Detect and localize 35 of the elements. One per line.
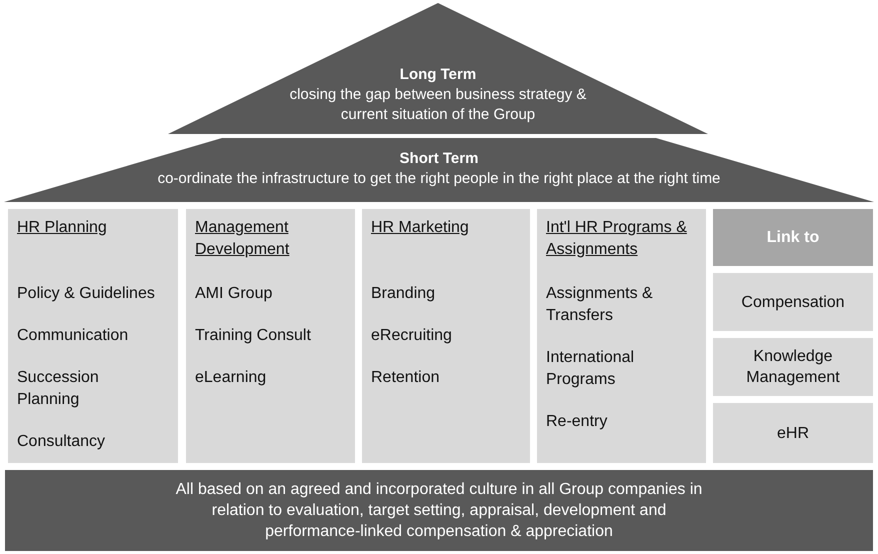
foundation-bar (5, 470, 873, 551)
column-item: Succession Planning (17, 368, 100, 410)
header-text: Link to (766, 228, 820, 248)
column-item: Branding (371, 284, 436, 304)
link-box (713, 273, 873, 331)
link-box (713, 338, 873, 396)
header-box (713, 209, 873, 266)
roof-description: co-ordinate the infrastructure to get the right people in the right place at the right time (156, 169, 722, 189)
pillar-column (537, 209, 706, 463)
roof-heading: Long Term (398, 65, 478, 85)
column-item: Communication (17, 326, 130, 346)
column-item: eLearning (195, 368, 268, 388)
roof-description: closing the gap between business strategy & current situation of the Group (288, 85, 588, 125)
column-item: eRecruiting (371, 326, 453, 346)
link-text: Knowledge Management (745, 347, 841, 388)
column-item: AMI Group (195, 284, 274, 304)
link-text: eHR (776, 424, 810, 444)
column-heading: Management Development (195, 218, 290, 260)
column-item: International Programs (546, 348, 636, 390)
column-item: Consultancy (17, 432, 106, 452)
column-item: Policy & Guidelines (17, 284, 156, 304)
column-item: Assignments & Transfers (546, 284, 654, 326)
column-heading: HR Planning (17, 218, 108, 238)
foundation-text: All based on an agreed and incorporated culture in all Group companies in relation to evaluation, target setting, appraisal, development and performance-linked compensation & appreciation (174, 480, 704, 542)
column-heading: Int'l HR Programs & Assignments (546, 218, 688, 260)
column-item: Retention (371, 368, 440, 388)
column-item: Re-entry (546, 412, 608, 432)
roof-heading: Short Term (398, 149, 480, 169)
pillar-column (362, 209, 530, 463)
link-text: Compensation (740, 292, 846, 312)
pillar-column (8, 209, 178, 463)
column-heading: HR Marketing (371, 218, 470, 238)
pillar-column (186, 209, 355, 463)
link-box (713, 403, 873, 463)
column-item: Training Consult (195, 326, 312, 346)
